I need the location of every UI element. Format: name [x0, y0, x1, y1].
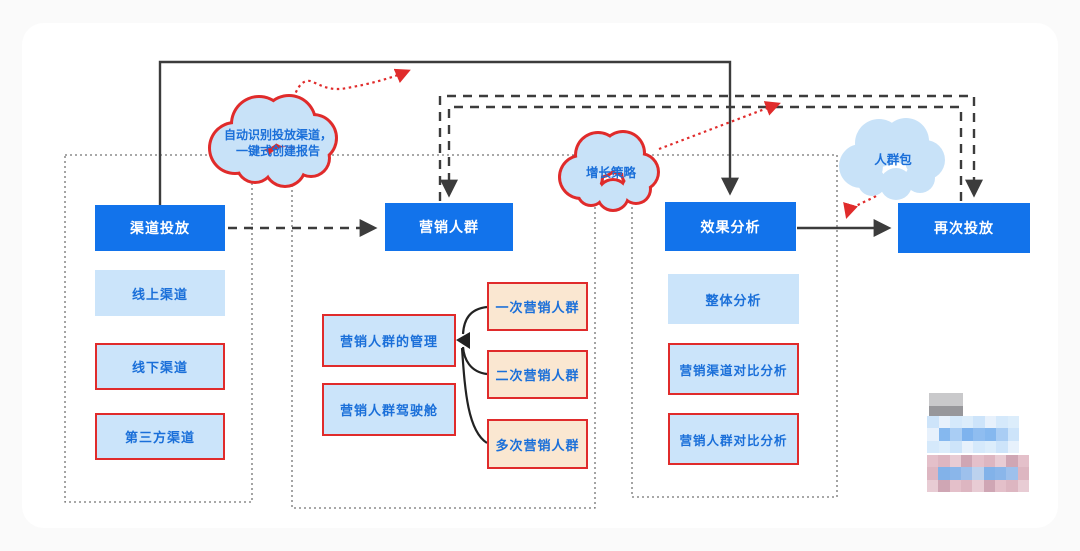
- censored-pixel: [996, 440, 1008, 453]
- censored-pixel: [951, 393, 963, 406]
- censored-pixel: [996, 428, 1008, 441]
- node-audience-compare-analysis: 营销人群对比分析: [668, 413, 799, 465]
- censored-pixel: [927, 479, 939, 492]
- censored-block-2: [927, 455, 1029, 492]
- censored-pixel: [950, 428, 962, 441]
- censored-pixel: [1006, 467, 1018, 480]
- node-offline-channel: 线下渠道: [95, 343, 225, 390]
- node-channel-delivery: 渠道投放: [95, 205, 225, 251]
- censored-pixel: [927, 467, 939, 480]
- censored-pixel: [960, 479, 973, 492]
- censored-pixel: [950, 416, 962, 429]
- node-multi-audience: 多次营销人群: [487, 419, 588, 469]
- censored-block-1: [927, 416, 1019, 453]
- censored-pixel: [1017, 479, 1029, 492]
- censored-pixel: [940, 405, 952, 418]
- node-online-channel: 线上渠道: [95, 270, 225, 316]
- censored-pixel: [950, 440, 962, 453]
- censored-pixel: [951, 405, 963, 418]
- cloud-auto-report-line2: 一键式创建报告: [235, 144, 320, 158]
- cloud-auto-report-label: 自动识别投放渠道， 一键式创建报告: [210, 115, 346, 171]
- cloud-audience-pack-label: 人群包: [843, 142, 943, 178]
- node-audience-cockpit: 营销人群驾驶舱: [322, 383, 456, 436]
- censored-pixel: [973, 428, 985, 441]
- censored-pixel: [994, 467, 1007, 480]
- censored-pixel: [972, 467, 984, 480]
- censored-pixel: [938, 479, 950, 492]
- node-thirdparty-channel: 第三方渠道: [95, 413, 225, 460]
- node-primary-audience: 一次营销人群: [487, 282, 588, 331]
- node-overall-analysis: 整体分析: [668, 274, 799, 324]
- censored-pixel: [938, 455, 950, 468]
- censored-pixel: [1007, 428, 1019, 441]
- censored-pixel: [927, 416, 939, 429]
- cloud-auto-report-line1: 自动识别投放渠道，: [223, 127, 332, 142]
- censored-pixel: [927, 440, 939, 453]
- censored-pixel: [961, 416, 973, 429]
- censored-pixel: [938, 416, 950, 429]
- censored-pixel: [972, 479, 984, 492]
- censored-pixel: [983, 479, 995, 492]
- censored-pixel: [1007, 416, 1019, 429]
- censored-pixel: [938, 467, 950, 480]
- cloud-growth-strategy-text: 增长策略: [585, 165, 636, 180]
- censored-pixel: [940, 393, 952, 406]
- censored-pixel: [973, 416, 985, 429]
- node-effect-analysis: 效果分析: [665, 202, 796, 251]
- cloud-growth-strategy-label: 增长策略: [561, 155, 661, 191]
- censored-pixel: [984, 428, 996, 441]
- censored-pixel: [961, 428, 973, 441]
- node-secondary-audience: 二次营销人群: [487, 350, 588, 399]
- censored-pixel: [929, 405, 941, 418]
- censored-pixel: [1006, 479, 1018, 492]
- censored-pixel: [984, 416, 996, 429]
- censored-pixel: [929, 393, 941, 406]
- censored-pixel: [1007, 440, 1019, 453]
- node-marketing-audience: 营销人群: [385, 203, 513, 251]
- censored-pixel: [983, 467, 995, 480]
- censored-pixel: [960, 455, 973, 468]
- censored-pixel: [938, 428, 950, 441]
- censored-pixel: [960, 467, 973, 480]
- censored-pixel: [996, 416, 1008, 429]
- censored-block-0: [929, 393, 963, 418]
- censored-pixel: [1017, 467, 1029, 480]
- censored-pixel: [972, 455, 984, 468]
- cloud-audience-pack-text: 人群包: [874, 152, 912, 167]
- censored-pixel: [927, 455, 939, 468]
- censored-pixel: [994, 479, 1007, 492]
- censored-pixel: [983, 455, 995, 468]
- censored-pixel: [949, 479, 961, 492]
- censored-pixel: [927, 428, 939, 441]
- censored-pixel: [984, 440, 996, 453]
- censored-pixel: [961, 440, 973, 453]
- censored-pixel: [949, 455, 961, 468]
- node-audience-management: 营销人群的管理: [322, 314, 456, 367]
- censored-pixel: [938, 440, 950, 453]
- node-re-delivery: 再次投放: [898, 203, 1030, 253]
- censored-pixel: [1006, 455, 1018, 468]
- censored-pixel: [1017, 455, 1029, 468]
- censored-pixel: [994, 455, 1007, 468]
- node-channel-compare-analysis: 营销渠道对比分析: [668, 343, 799, 395]
- censored-pixel: [973, 440, 985, 453]
- censored-pixel: [949, 467, 961, 480]
